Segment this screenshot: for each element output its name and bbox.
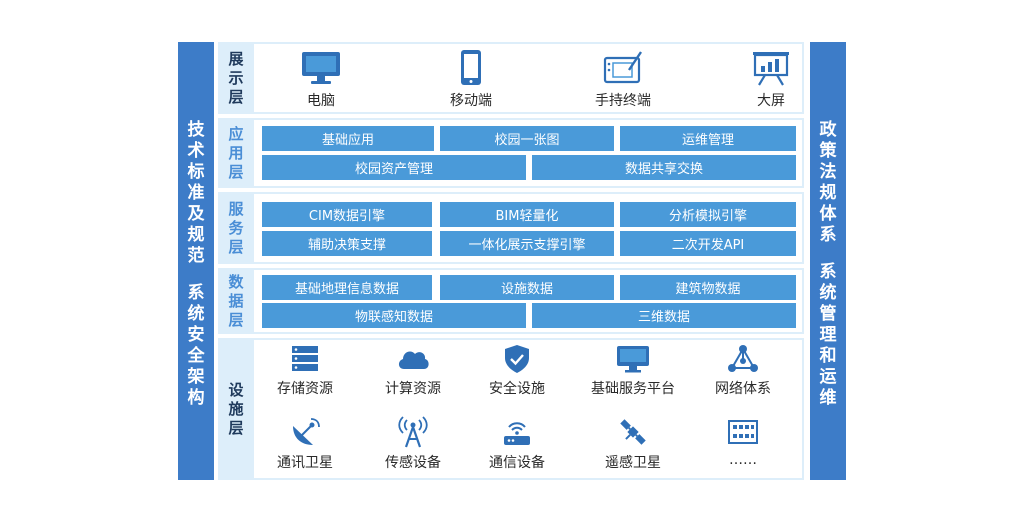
right-side-text-management: 系统管理和运维 bbox=[819, 262, 837, 408]
service-box-bim-lightweight: BIM轻量化 bbox=[440, 202, 614, 227]
facility-item-network: 网络体系 bbox=[688, 344, 798, 398]
network-icon bbox=[728, 345, 758, 372]
grid-panel-icon bbox=[728, 420, 758, 444]
display-item-pc: 电脑 bbox=[266, 50, 376, 110]
service-box-display-engine: 一体化展示支撑引擎 bbox=[440, 231, 614, 256]
service-box-dev-api: 二次开发API bbox=[620, 231, 796, 256]
data-box-geographic: 基础地理信息数据 bbox=[262, 275, 432, 300]
right-side-bar: 政策法规体系 系统管理和运维 bbox=[810, 42, 846, 480]
handheld-tablet-icon bbox=[603, 51, 642, 84]
big-screen-icon bbox=[753, 52, 789, 86]
server-icon bbox=[292, 346, 318, 371]
app-box-data-sharing: 数据共享交换 bbox=[532, 155, 796, 180]
application-layer: 应用层 基础应用 校园一张图 运维管理 校园资产管理 数据共享交换 bbox=[218, 118, 804, 188]
display-item-handheld: 手持终端 bbox=[568, 50, 678, 110]
facility-item-security: 安全设施 bbox=[462, 344, 572, 398]
facility-item-more: …… bbox=[688, 416, 798, 468]
service-layer: 服务层 CIM数据引擎 BIM轻量化 分析模拟引擎 辅助决策支撑 一体化展示支撑… bbox=[218, 192, 804, 264]
monitor-icon bbox=[617, 346, 649, 373]
app-box-basic: 基础应用 bbox=[262, 126, 434, 151]
service-box-analysis-engine: 分析模拟引擎 bbox=[620, 202, 796, 227]
facility-item-comm-satellite: 通讯卫星 bbox=[250, 416, 360, 472]
facility-layer-label: 设施层 bbox=[228, 380, 244, 437]
app-box-campus-map: 校园一张图 bbox=[440, 126, 614, 151]
data-box-iot: 物联感知数据 bbox=[262, 303, 526, 328]
facility-layer: 设施层 存储资源 计算资源 bbox=[218, 338, 804, 480]
mobile-phone-icon bbox=[461, 50, 481, 85]
facility-item-remote-satellite: 遥感卫星 bbox=[578, 416, 688, 472]
monitor-icon bbox=[302, 52, 340, 84]
service-box-cim-engine: CIM数据引擎 bbox=[262, 202, 432, 227]
shield-check-icon bbox=[505, 345, 529, 373]
satellite-dish-icon bbox=[293, 418, 320, 445]
antenna-icon bbox=[398, 416, 428, 448]
service-box-decision-support: 辅助决策支撑 bbox=[262, 231, 432, 256]
app-box-asset-management: 校园资产管理 bbox=[262, 155, 526, 180]
architecture-diagram: 展示层 电脑 移动端 bbox=[218, 42, 804, 480]
data-layer-label: 数据层 bbox=[228, 272, 244, 329]
data-layer: 数据层 基础地理信息数据 设施数据 建筑物数据 物联感知数据 三维数据 bbox=[218, 268, 804, 334]
data-box-3d: 三维数据 bbox=[532, 303, 796, 328]
application-layer-label: 应用层 bbox=[228, 124, 244, 181]
facility-item-storage: 存储资源 bbox=[250, 344, 360, 398]
facility-item-sensor: 传感设备 bbox=[358, 416, 468, 472]
display-layer-label: 展示层 bbox=[228, 49, 244, 106]
facility-item-comm-device: 通信设备 bbox=[462, 416, 572, 472]
data-box-building: 建筑物数据 bbox=[620, 275, 796, 300]
display-layer: 展示层 电脑 移动端 bbox=[218, 42, 804, 114]
router-icon bbox=[504, 422, 530, 445]
app-box-operations: 运维管理 bbox=[620, 126, 796, 151]
cloud-icon bbox=[398, 351, 429, 369]
left-side-text-security: 系统安全架构 bbox=[187, 283, 205, 408]
service-layer-label: 服务层 bbox=[228, 199, 244, 256]
data-box-facility: 设施数据 bbox=[440, 275, 614, 300]
display-item-mobile: 移动端 bbox=[416, 50, 526, 110]
facility-item-compute: 计算资源 bbox=[358, 344, 468, 398]
right-side-text-policy: 政策法规体系 bbox=[819, 120, 837, 245]
facility-item-platform: 基础服务平台 bbox=[578, 344, 688, 398]
left-side-text-standards: 技术标准及规范 bbox=[187, 120, 205, 266]
display-item-big-screen: 大屏 bbox=[716, 50, 826, 110]
left-side-bar: 技术标准及规范 系统安全架构 bbox=[178, 42, 214, 480]
satellite-icon bbox=[620, 419, 646, 445]
